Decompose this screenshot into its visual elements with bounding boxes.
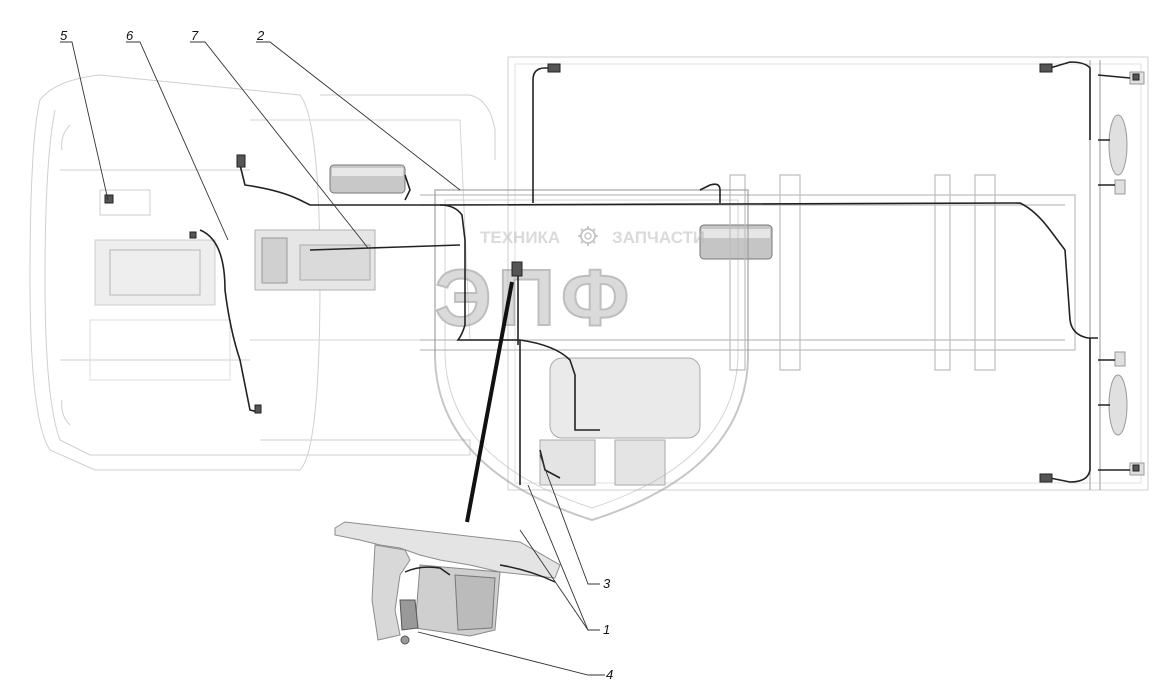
receiver-cylinder-1 [329,164,406,194]
rear-lamps [1108,71,1145,476]
fuel-tank [539,357,701,486]
callout-3: 3 [603,576,611,591]
watermark: ЭПФ ТЕХНИКА ЗАПЧАСТИ [434,189,749,522]
watermark-brand-right: ЗАПЧАСТИ [612,228,705,247]
callout-6: 6 [126,28,134,43]
wiring-harness [199,61,1131,485]
watermark-brand-left: ТЕХНИКА [480,228,560,247]
callout-5: 5 [60,28,68,43]
connectors [104,63,1140,483]
detail-view [334,521,561,645]
receiver-cylinder-2 [699,224,773,260]
callout-7: 7 [191,28,199,43]
callout-labels: 5 6 7 2 3 1 4 [60,28,613,682]
gearbox [254,229,376,291]
gear-icon [578,226,598,246]
callout-1: 1 [603,622,610,637]
watermark-logo: ЭПФ [435,253,636,342]
callout-4: 4 [606,667,613,682]
callout-2: 2 [256,28,265,43]
leader-lines [60,41,605,676]
detail-pointer [465,281,514,523]
